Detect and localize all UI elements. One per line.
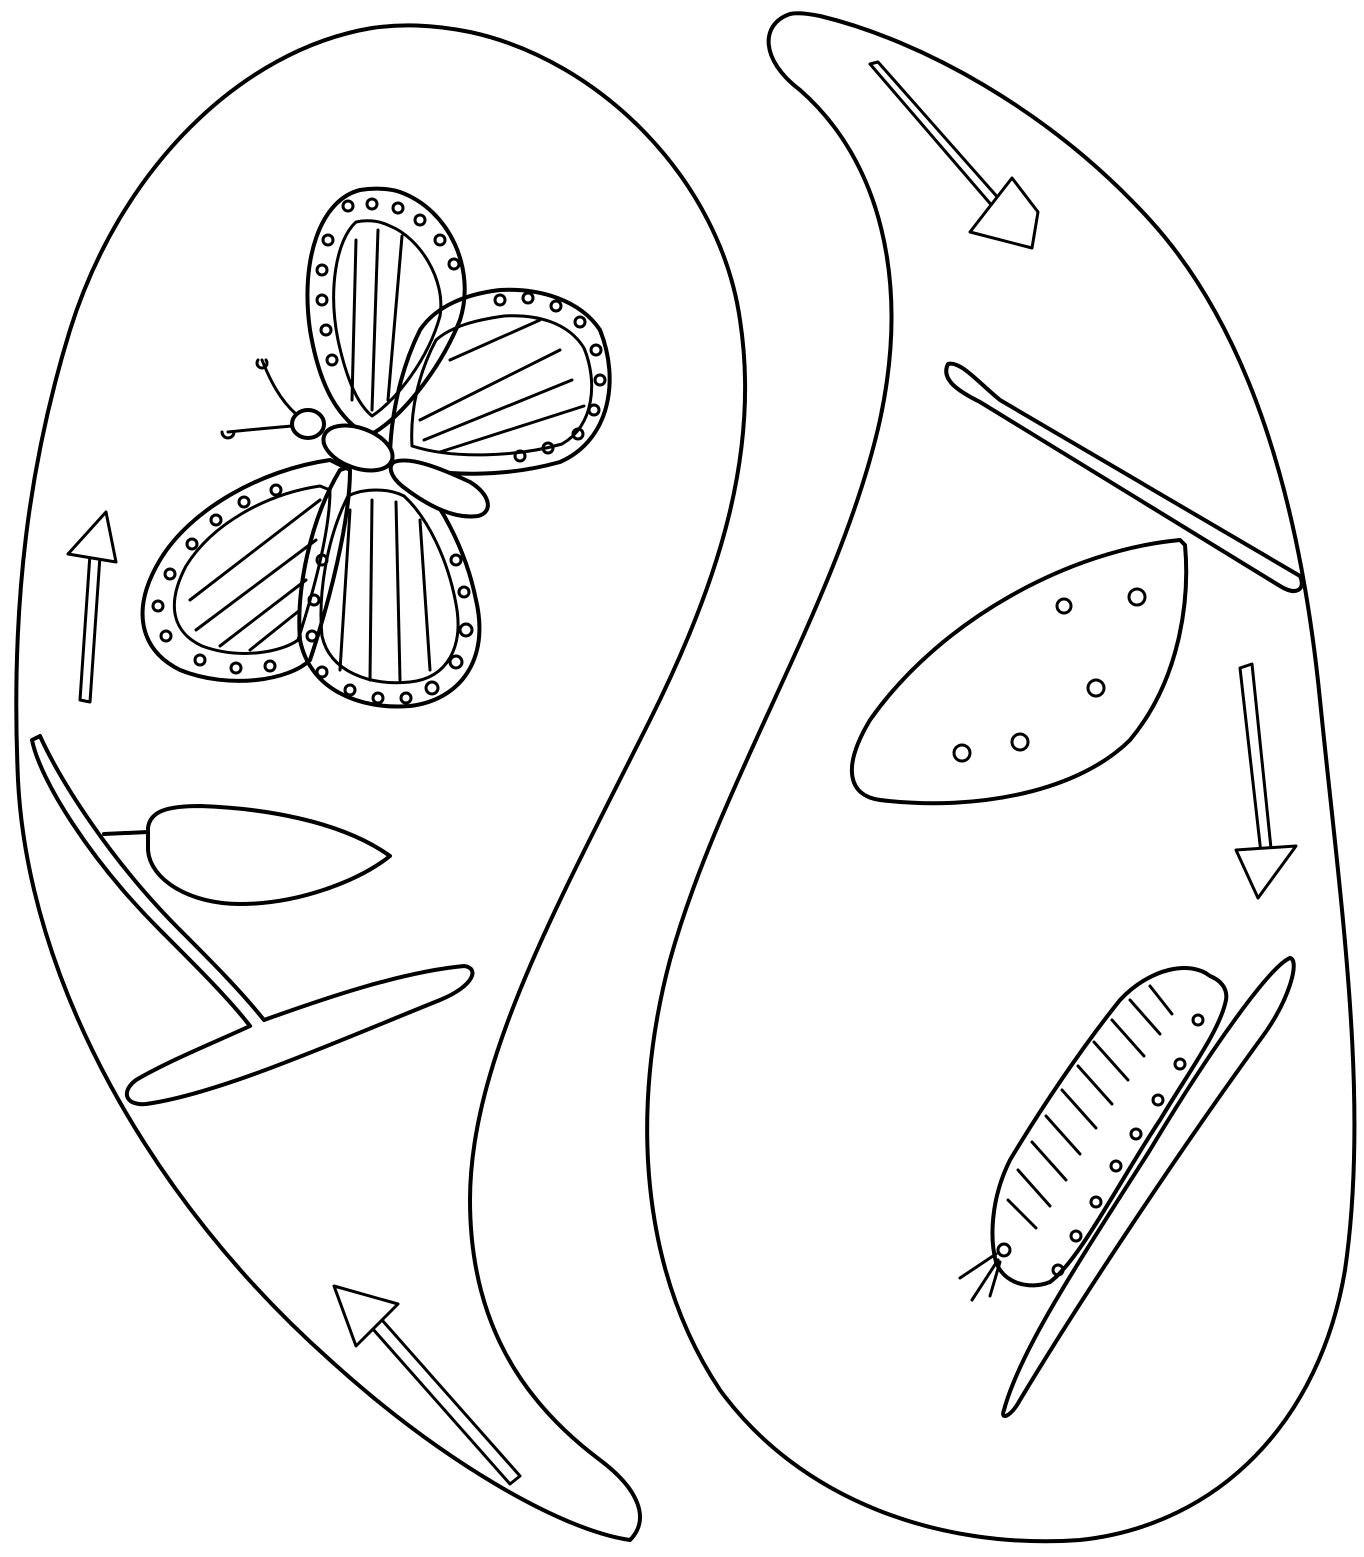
arrow-icon: [870, 62, 1038, 248]
caterpillar-eye: [998, 1244, 1010, 1256]
chrysalis: [148, 806, 390, 904]
chrysalis-stem: [104, 832, 148, 834]
right-teardrop-panel: [647, 13, 1354, 1541]
branch: [32, 736, 472, 1104]
wing-veins: [420, 320, 584, 452]
antenna: [222, 360, 296, 438]
egg: [954, 745, 970, 761]
caterpillar-on-leaf-icon: [960, 958, 1294, 1416]
wing-veins: [340, 500, 430, 680]
abdomen: [391, 460, 488, 516]
caterpillar-legs: [1053, 1015, 1203, 1275]
wing-inner: [334, 221, 441, 416]
caterpillar-body: [993, 968, 1227, 1285]
chrysalis-on-branch-icon: [32, 736, 472, 1104]
egg: [1057, 599, 1071, 613]
wing-veins: [352, 230, 402, 410]
leaf: [852, 540, 1186, 803]
arrow-icon: [1236, 664, 1296, 898]
egg-on-leaf-icon: [852, 364, 1302, 804]
butterfly-icon: [143, 189, 610, 707]
arrow-icon: [334, 1286, 520, 1484]
egg: [1088, 680, 1104, 696]
caterpillar-stripes: [1008, 986, 1172, 1228]
egg: [1129, 589, 1145, 605]
grass-blade: [1003, 958, 1294, 1416]
egg: [1012, 734, 1028, 750]
arrow-icon: [68, 512, 116, 702]
stem: [946, 364, 1302, 591]
